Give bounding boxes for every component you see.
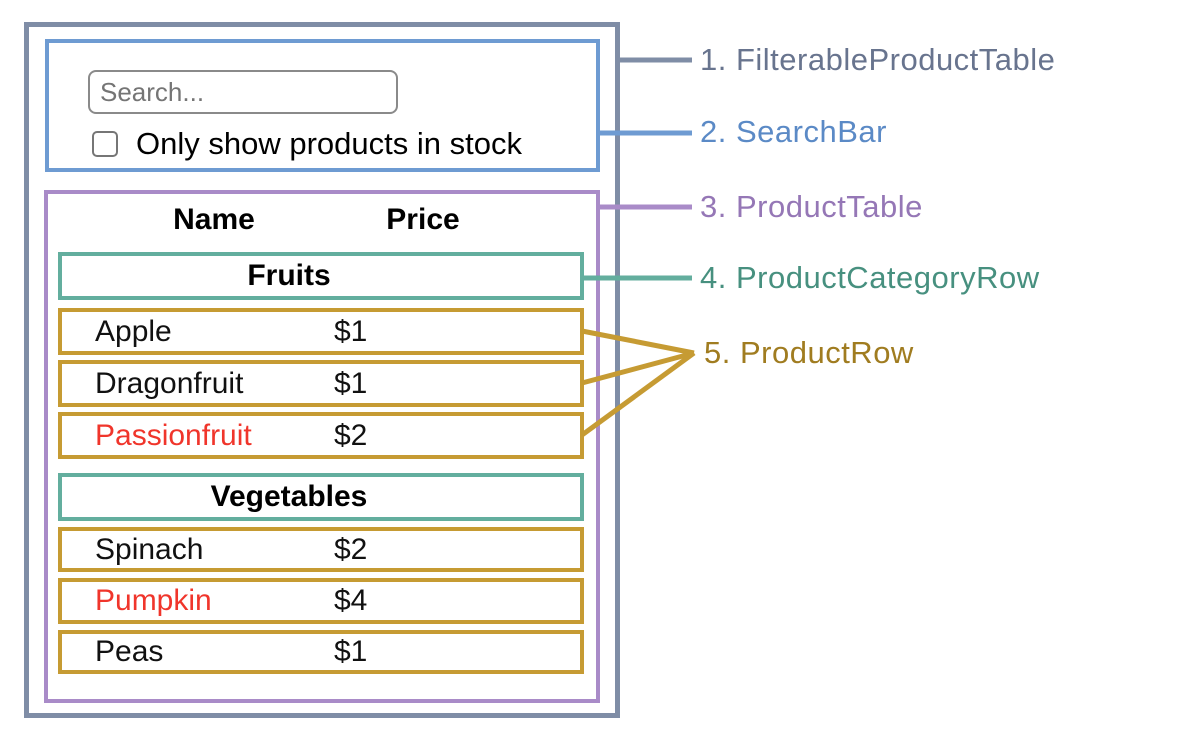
column-header-name: Name [173, 203, 255, 236]
category-row-vegetables: Vegetables [58, 473, 584, 521]
product-row-apple: Apple $1 [58, 308, 584, 355]
legend-label-filterable-product-table: 1. FilterableProductTable [700, 42, 1056, 77]
legend-label-search-bar: 2. SearchBar [700, 114, 887, 149]
product-price: $4 [334, 584, 368, 617]
product-price: $1 [334, 366, 368, 400]
product-price: $2 [334, 532, 368, 566]
product-name: Passionfruit [95, 418, 252, 452]
product-row-passionfruit: Passionfruit $2 [58, 412, 584, 459]
product-price: $1 [334, 314, 368, 348]
column-header-price: Price [386, 203, 460, 236]
product-row-dragonfruit: Dragonfruit $1 [58, 360, 584, 407]
product-name: Apple [95, 314, 172, 348]
in-stock-checkbox[interactable] [92, 131, 118, 157]
legend-label-product-table: 3. ProductTable [700, 189, 923, 224]
product-price: $2 [334, 418, 368, 452]
category-row-fruits: Fruits [58, 252, 584, 300]
product-name: Pumpkin [95, 584, 212, 617]
product-name: Dragonfruit [95, 366, 244, 400]
product-table-outline [44, 190, 600, 703]
product-name: Spinach [95, 532, 204, 566]
legend-label-product-row: 5. ProductRow [704, 335, 914, 370]
product-row-peas: Peas $1 [58, 630, 584, 674]
product-name: Peas [95, 635, 164, 668]
product-row-pumpkin: Pumpkin $4 [58, 578, 584, 624]
product-row-spinach: Spinach $2 [58, 527, 584, 572]
search-input[interactable] [88, 70, 398, 114]
legend-label-product-category-row: 4. ProductCategoryRow [700, 260, 1040, 295]
search-bar-outline [45, 39, 600, 172]
in-stock-checkbox-label: Only show products in stock [136, 126, 522, 161]
product-price: $1 [334, 635, 368, 668]
